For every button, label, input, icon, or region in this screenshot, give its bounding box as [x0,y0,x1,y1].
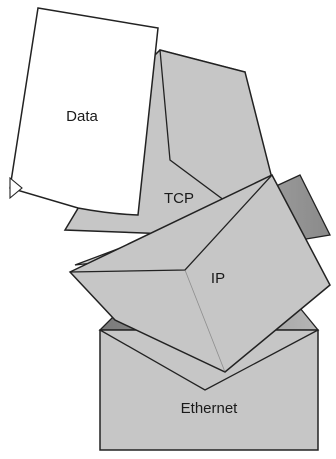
data-label: Data [66,108,98,125]
ip-envelope: IP [68,174,331,373]
data-page: Data [9,7,159,216]
ethernet-label: Ethernet [181,400,239,417]
ip-label: IP [211,270,225,287]
tcp-label: TCP [164,190,194,207]
